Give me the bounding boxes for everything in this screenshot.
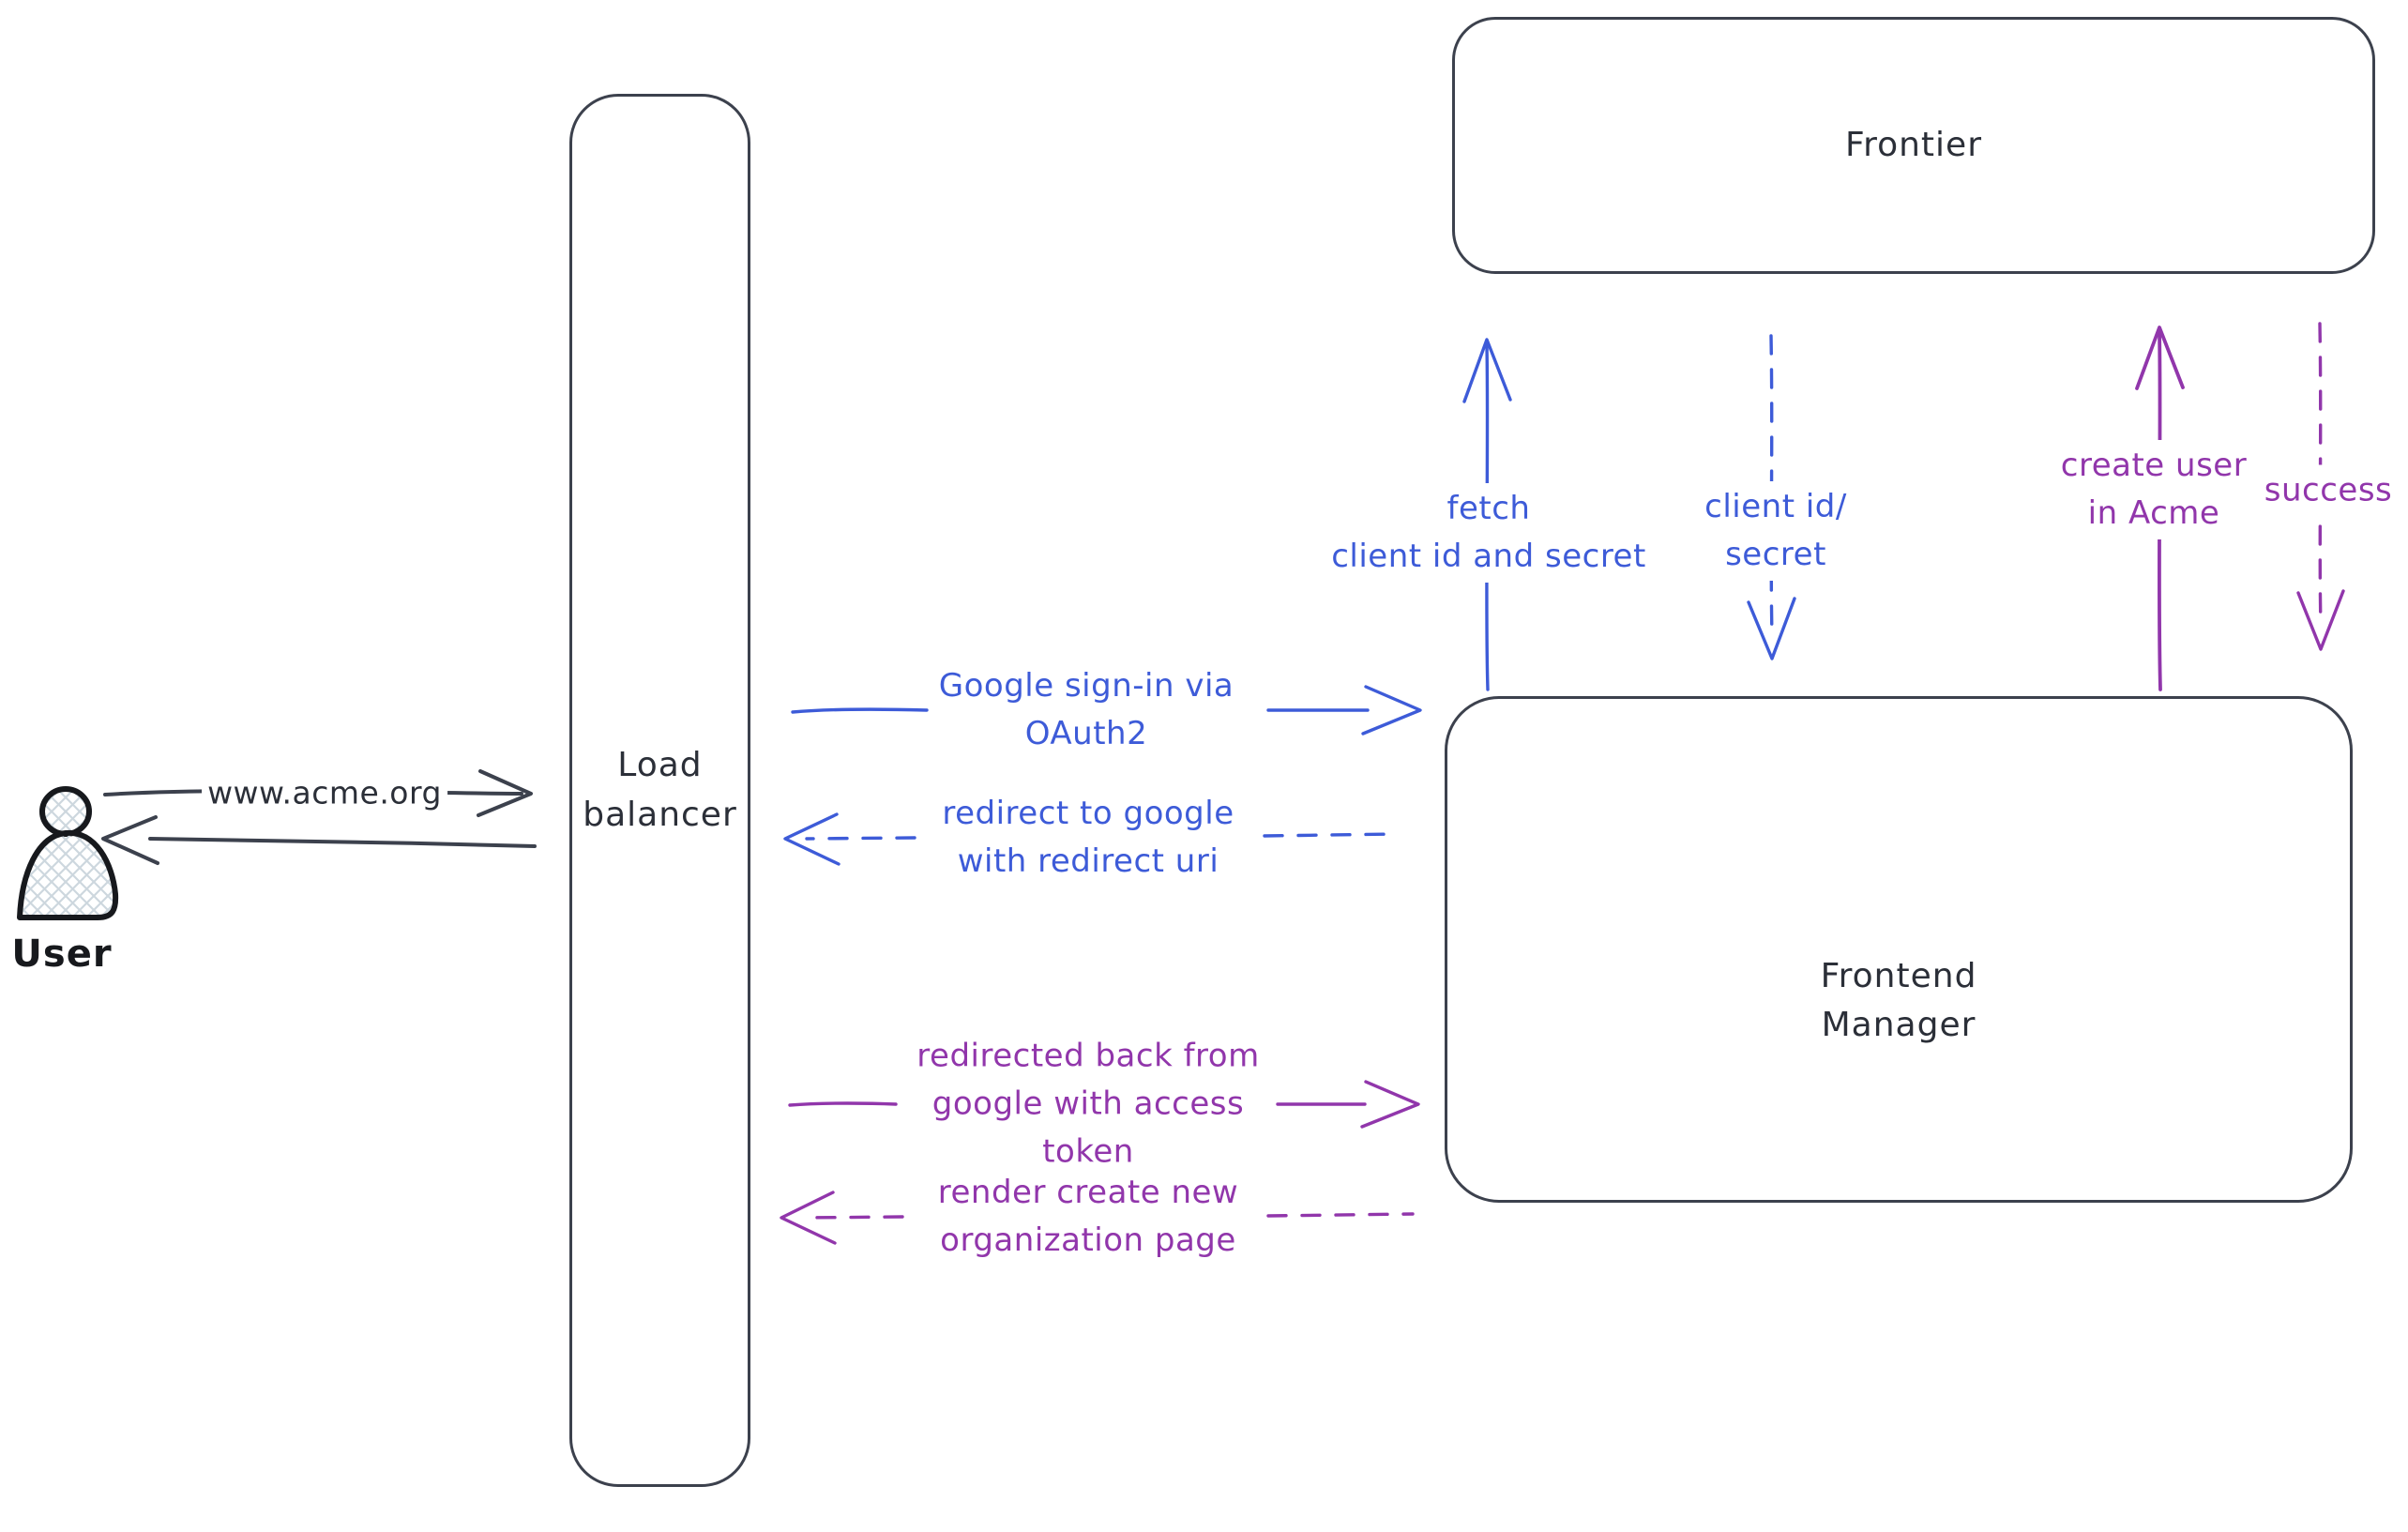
person-head	[39, 786, 92, 837]
user-label: User	[11, 933, 113, 976]
arrow-success-head	[2296, 589, 2345, 651]
person-icon	[17, 786, 119, 920]
arrow-signin-line-left	[791, 707, 929, 714]
edge-label-success: success	[2260, 464, 2397, 517]
arrow-user-to-lb-head	[477, 769, 533, 817]
edge-label-client-id-secret: client id/ secret	[1697, 481, 1855, 581]
edge-label-fetch-client-id: fetch client id and secret	[1324, 483, 1654, 583]
arrow-render-head	[780, 1191, 837, 1245]
frontier-box: Frontier	[1452, 17, 2375, 274]
frontend-manager-label: Frontend Manager	[1820, 956, 1977, 1044]
arrow-redirect-head	[783, 812, 841, 866]
edge-label-redirected-back: redirected back from google with access …	[909, 1030, 1267, 1178]
edge-label-redirect-to-google: redirect to google with redirect uri	[934, 788, 1242, 887]
arrow-redirected-head	[1360, 1080, 1420, 1129]
load-balancer-label: Load balancer	[583, 746, 737, 834]
person-body	[17, 829, 119, 920]
arrow-render-dashes-left	[800, 1215, 904, 1220]
edge-label-www-acme-org: www.acme.org	[202, 769, 447, 816]
frontend-manager-box: Frontend Manager	[1445, 696, 2353, 1203]
arrow-lb-to-user-head	[101, 815, 159, 865]
arrow-lb-to-user-line	[148, 837, 537, 848]
arrow-clientid-line	[1769, 334, 1774, 638]
arrow-fetch-head	[1462, 338, 1512, 403]
arrow-createuser-head	[2135, 326, 2185, 390]
arrow-render-dashes-right	[1266, 1212, 1415, 1218]
edge-label-render-org-page: render create new organization page	[930, 1167, 1247, 1267]
arrow-redirect-dashes-right	[1263, 832, 1400, 838]
edge-label-google-signin: Google sign-in via OAuth2	[931, 660, 1242, 760]
arrow-redirected-line-left	[788, 1101, 898, 1107]
arrow-redirect-dashes-left	[805, 836, 916, 841]
load-balancer-box: Load balancer	[569, 94, 750, 1487]
arrow-success-line	[2318, 322, 2323, 629]
arrow-clientid-head	[1747, 597, 1796, 660]
edge-label-create-user: create user in Acme	[2052, 440, 2255, 539]
arrow-signin-head	[1361, 685, 1422, 736]
frontier-label: Frontier	[1844, 125, 1982, 164]
